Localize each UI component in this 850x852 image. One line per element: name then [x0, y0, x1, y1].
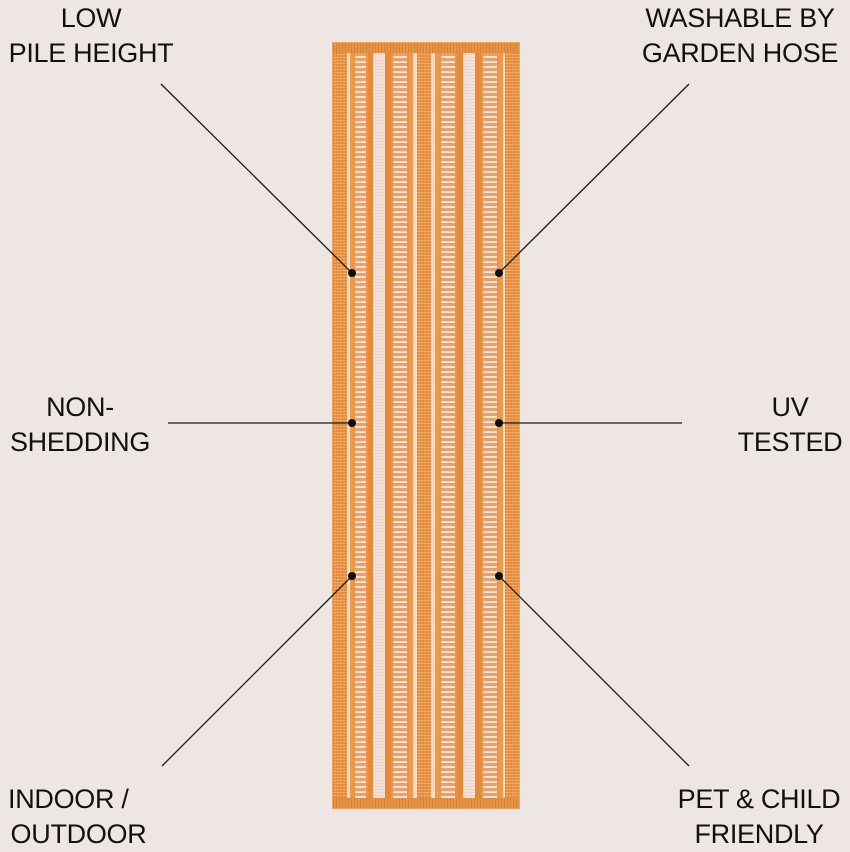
rug-cream-stripe [463, 43, 475, 808]
feature-label-line: NON- [46, 392, 114, 422]
feature-label-line: LOW [60, 3, 122, 33]
callout-line-washable [498, 83, 690, 274]
callout-line-low-pile [160, 83, 353, 274]
feature-label-pet-child-friendly: PET & CHILD FRIENDLY [668, 782, 850, 852]
feature-label-line: INDOOR / [8, 784, 129, 814]
rug-stripe [409, 43, 413, 808]
feature-label-line: PET & CHILD [677, 784, 841, 814]
feature-label-line: OUTDOOR [10, 819, 147, 849]
feature-label-indoor-outdoor: INDOOR / OUTDOOR [0, 782, 157, 852]
feature-label-low-pile-height: LOW PILE HEIGHT [0, 1, 182, 71]
feature-label-line: TESTED [737, 427, 843, 457]
feature-label-line: PILE HEIGHT [8, 38, 174, 68]
feature-label-line: UV [771, 392, 809, 422]
rug-border-stripe [333, 43, 347, 808]
rug-ladder-stripe [439, 43, 457, 808]
rug-ladder-stripe [481, 43, 499, 808]
feature-label-non-shedding: NON- SHEDDING [0, 390, 160, 460]
feature-label-washable: WASHABLE BY GARDEN HOSE [630, 1, 850, 71]
rug-center-stripe [417, 43, 431, 808]
feature-label-line: WASHABLE BY [645, 3, 835, 33]
rug-ladder-stripe [353, 43, 368, 808]
runner-rug-image [333, 43, 519, 808]
rug-stripe [368, 43, 373, 808]
rug-stripe [385, 43, 391, 808]
rug-stripe [435, 43, 439, 808]
rug-border-stripe [505, 43, 519, 808]
rug-cream-stripe [373, 43, 385, 808]
feature-label-line: SHEDDING [9, 427, 151, 457]
rug-stripe [503, 43, 505, 808]
feature-label-line: FRIENDLY [694, 819, 824, 849]
rug-ladder-stripe [391, 43, 409, 808]
rug-bottom-edge [333, 798, 519, 808]
rug-stripe [431, 43, 435, 808]
rug-stripe [413, 43, 417, 808]
rug-top-edge [333, 43, 519, 53]
callout-line-indoor-outdoor [161, 575, 353, 767]
rug-stripe [475, 43, 481, 808]
feature-label-line: GARDEN HOSE [641, 38, 839, 68]
callout-line-pet-child [498, 575, 690, 767]
rug-stripe [457, 43, 463, 808]
feature-label-uv-tested: UV TESTED [730, 390, 850, 460]
